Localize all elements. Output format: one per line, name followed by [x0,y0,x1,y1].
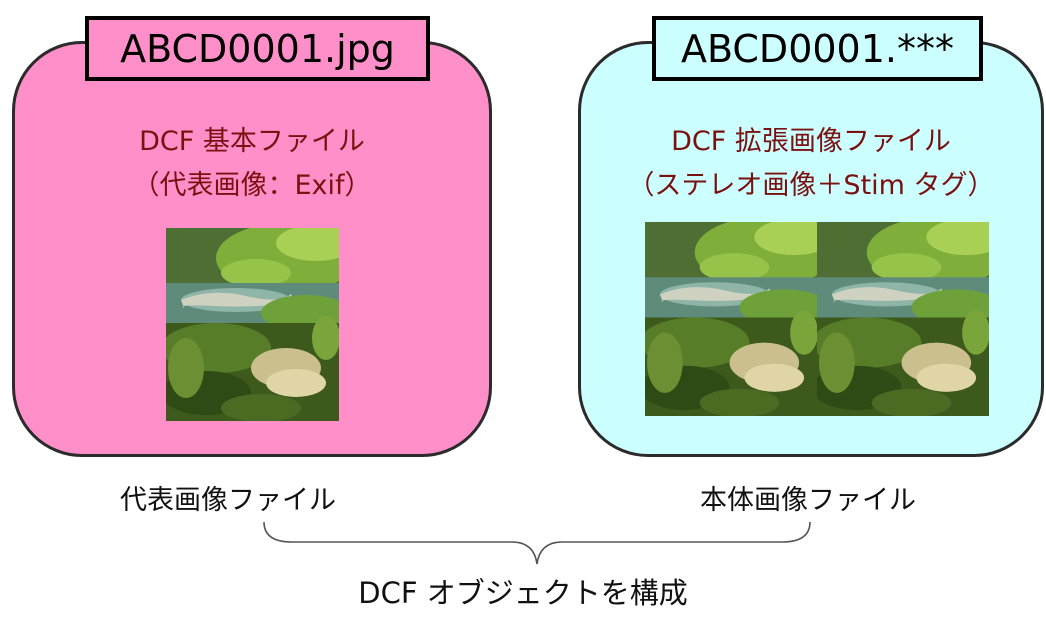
extended-file-title: DCF 拡張画像ファイル [671,126,951,157]
extended-filename-label: ABCD0001.*** [652,16,983,81]
extended-file-description: DCF 拡張画像ファイル （ステレオ画像＋Stim タグ） [578,120,1044,208]
basic-file-subtitle: （代表画像：Exif） [132,170,372,201]
grouping-brace [263,521,811,565]
representative-file-caption: 代表画像ファイル [120,485,336,516]
extended-file-subtitle: （ステレオ画像＋Stim タグ） [627,170,995,201]
basic-filename-label: ABCD0001.jpg [85,16,430,81]
stereo-right-image [817,222,989,416]
basic-file-description: DCF 基本ファイル （代表画像：Exif） [12,120,492,208]
stereo-image-pair [645,222,989,416]
dcf-object-label: DCF オブジェクトを構成 [358,576,688,610]
main-file-caption: 本体画像ファイル [700,485,916,516]
representative-image [166,228,339,421]
stereo-left-image [645,222,817,416]
basic-file-title: DCF 基本ファイル [139,126,365,157]
